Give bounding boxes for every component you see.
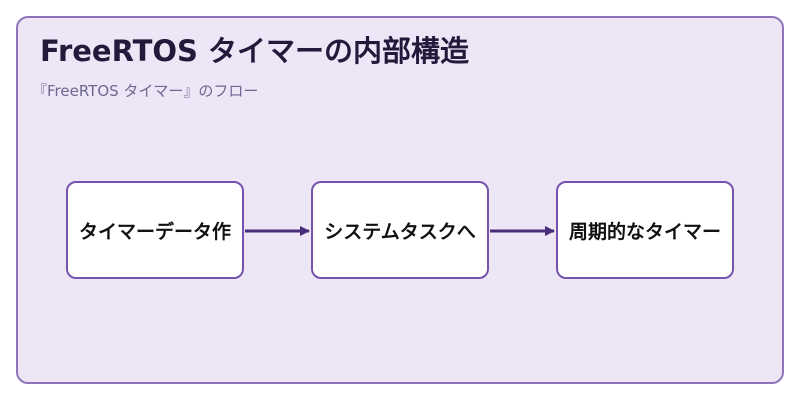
flow-node-timer-data: タイマーデータ作	[66, 181, 244, 279]
flow-node-system-task: システムタスクへ	[311, 181, 489, 279]
diagram-subtitle: 『FreeRTOS タイマー』のフロー	[32, 82, 259, 100]
flow-node-periodic-timer: 周期的なタイマー	[556, 181, 734, 279]
flow-node-label: 周期的なタイマー	[568, 220, 721, 243]
flow-node-label: タイマーデータ作	[78, 220, 231, 243]
diagram-title: FreeRTOS タイマーの内部構造	[40, 34, 470, 68]
flow-node-label: システムタスクへ	[324, 220, 476, 243]
